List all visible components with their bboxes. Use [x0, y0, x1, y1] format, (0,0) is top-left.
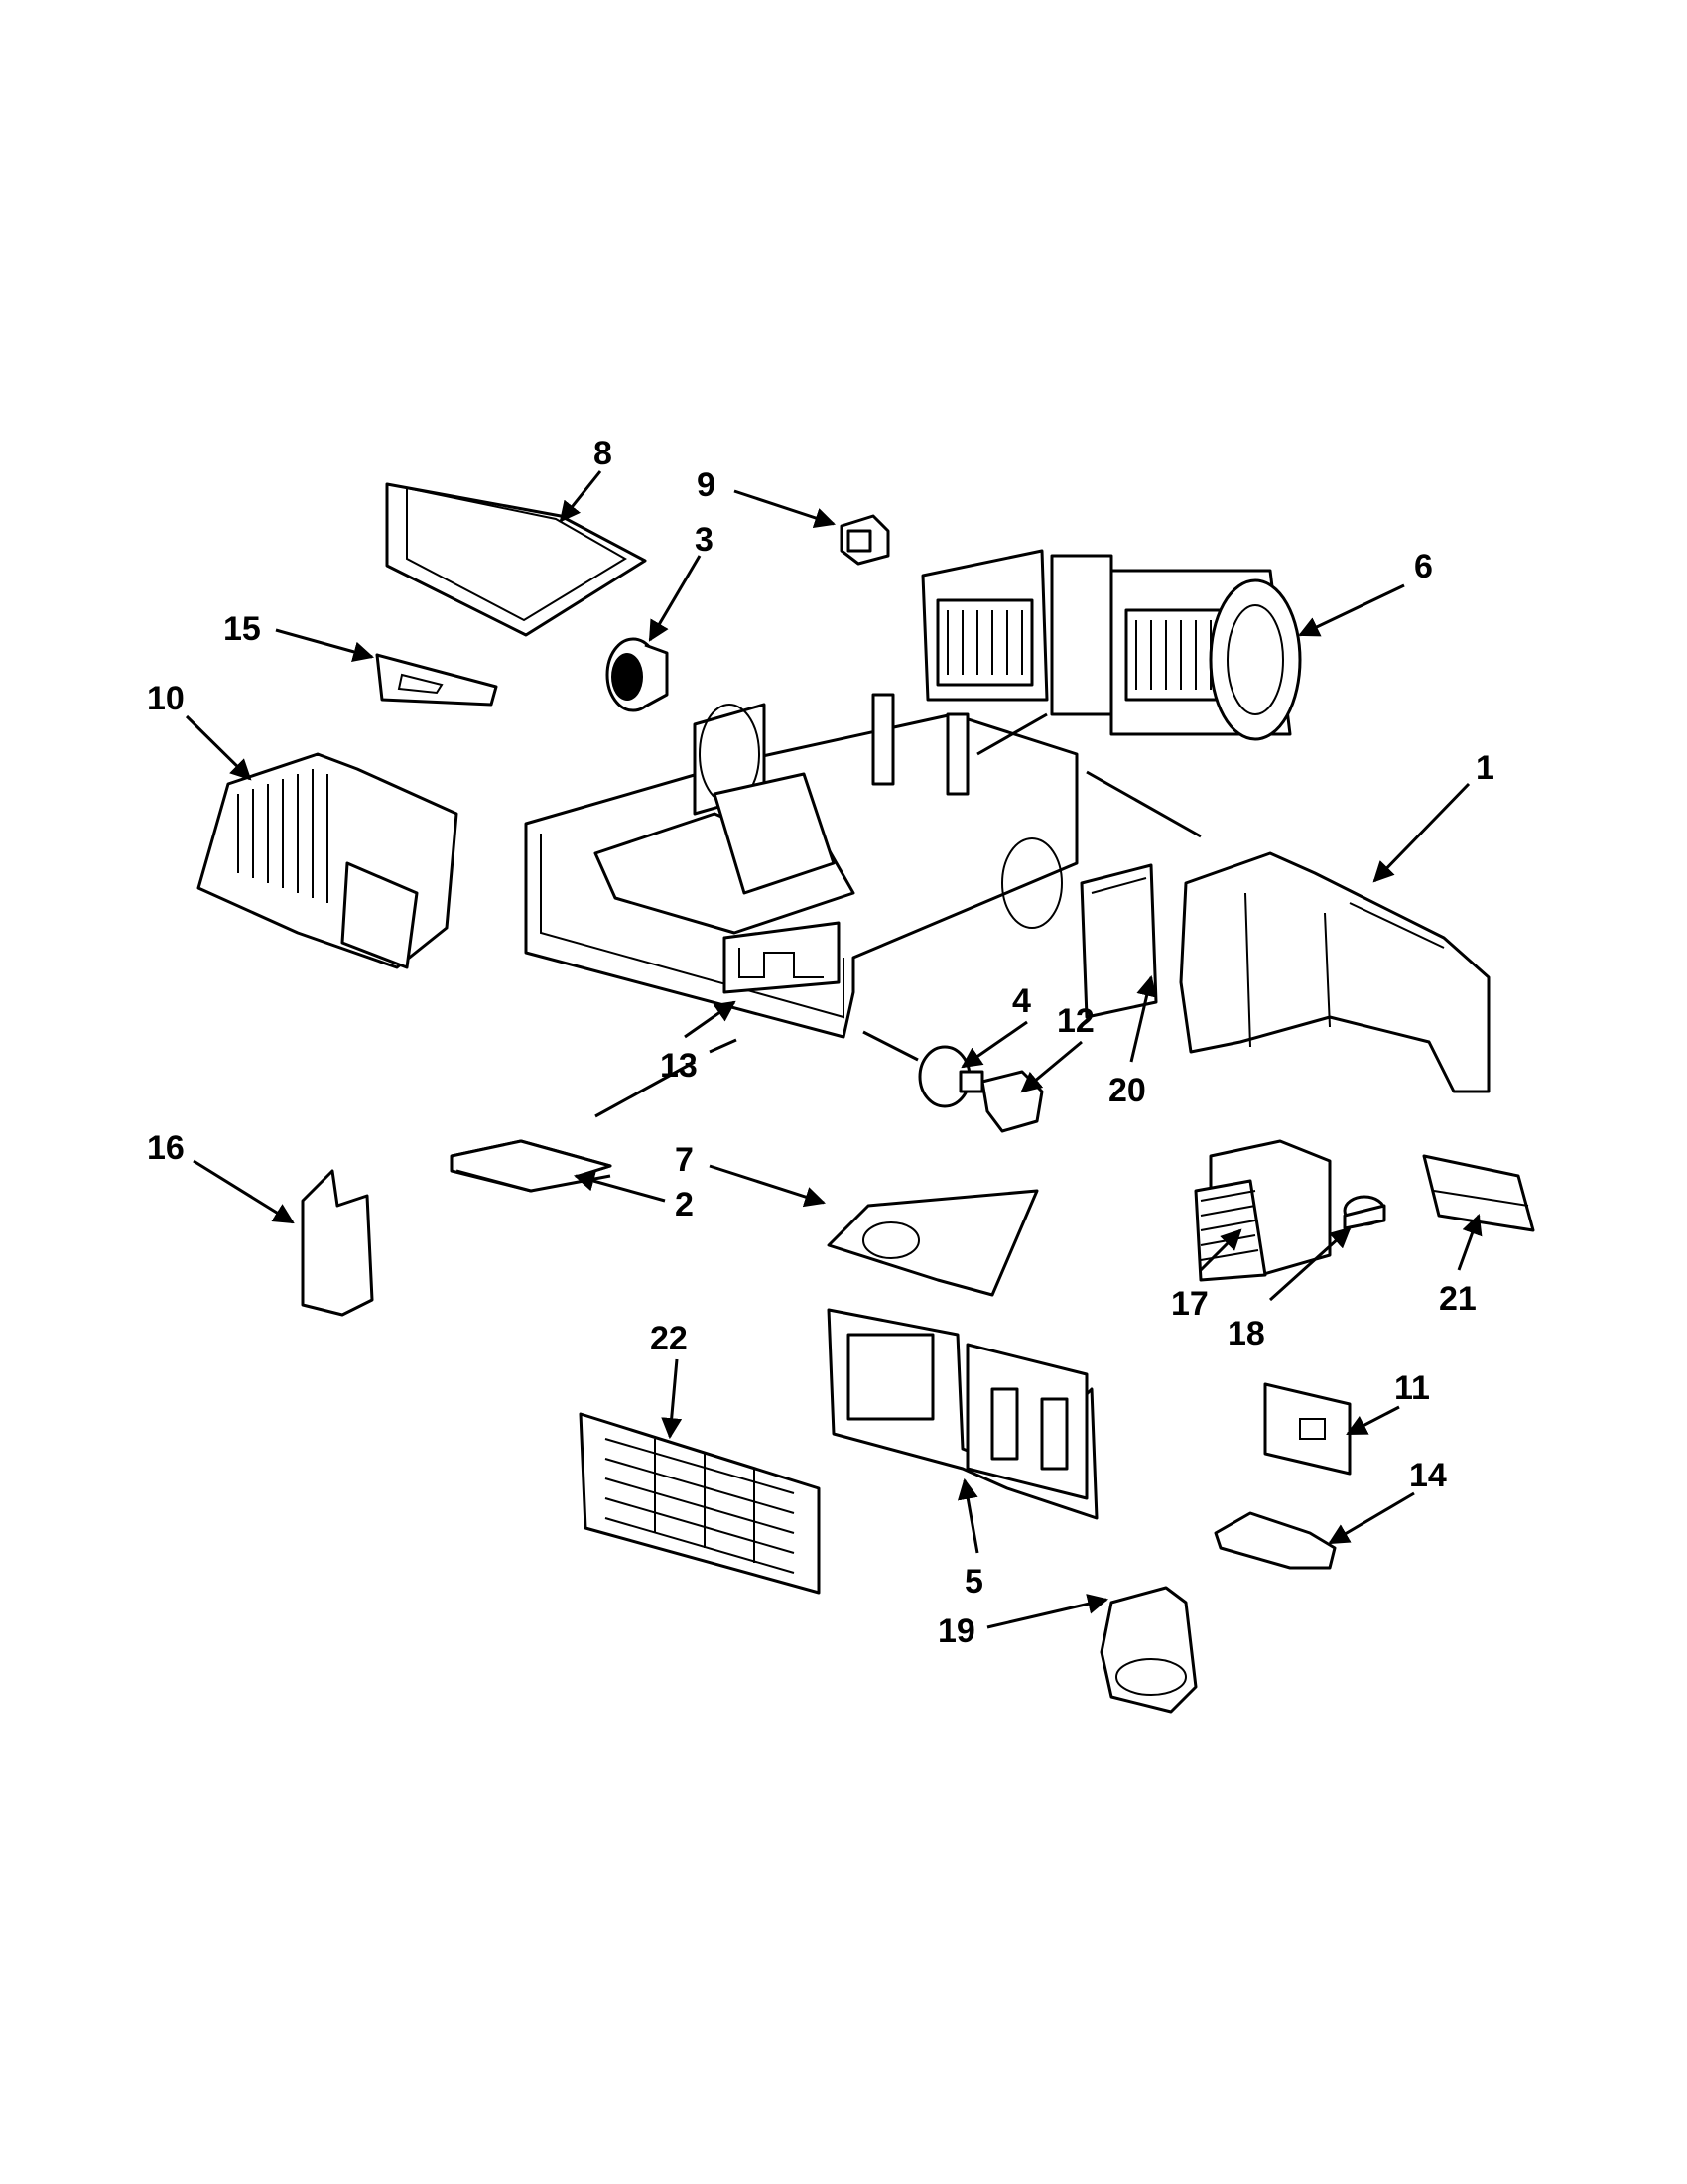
- part-door-panel[interactable]: [827, 1308, 1099, 1520]
- callout-4[interactable]: 4: [1012, 982, 1031, 1020]
- leader-18: [1268, 1226, 1352, 1302]
- leader-5: [957, 1477, 979, 1554]
- leader-20: [1129, 974, 1157, 1063]
- part-bracket-left[interactable]: [301, 1169, 374, 1317]
- callout-15[interactable]: 15: [223, 610, 261, 648]
- part-damper-grille[interactable]: [196, 752, 458, 969]
- leader-6: [1298, 583, 1405, 637]
- part-transformer[interactable]: [1194, 1139, 1332, 1282]
- part-filter-frame[interactable]: [385, 482, 647, 637]
- leader-4-a: [862, 1030, 919, 1062]
- callout-7[interactable]: 7: [675, 1141, 694, 1179]
- callout-3[interactable]: 3: [695, 521, 714, 559]
- part-wiring-label[interactable]: [1263, 1382, 1352, 1476]
- callout-5[interactable]: 5: [965, 1563, 983, 1601]
- leader-11: [1346, 1405, 1400, 1436]
- leader-13-b: [709, 1038, 737, 1054]
- part-blower-assembly[interactable]: [921, 549, 1302, 741]
- leader-1: [1372, 782, 1471, 883]
- leader-6-b: [1086, 770, 1202, 838]
- part-cover-panel[interactable]: [450, 1139, 612, 1193]
- leader-4: [961, 1020, 1028, 1069]
- part-mount-bracket[interactable]: [1214, 1511, 1337, 1570]
- callout-22[interactable]: 22: [650, 1320, 688, 1357]
- part-vent-grille[interactable]: [579, 1412, 821, 1595]
- leader-19: [986, 1594, 1109, 1629]
- leader-3: [648, 555, 702, 642]
- leader-10: [185, 714, 252, 781]
- callout-20[interactable]: 20: [1108, 1072, 1146, 1109]
- leader-7: [709, 1164, 826, 1208]
- callout-17[interactable]: 17: [1171, 1285, 1209, 1323]
- leader-15: [275, 628, 375, 663]
- part-side-panel[interactable]: [1080, 863, 1158, 1019]
- leader-17: [1199, 1228, 1242, 1272]
- leader-12: [1020, 1040, 1083, 1093]
- part-base-cavity[interactable]: [524, 693, 1079, 1039]
- leader-13: [684, 1000, 736, 1039]
- callout-6[interactable]: 6: [1414, 548, 1433, 585]
- callout-19[interactable]: 19: [938, 1612, 975, 1650]
- callout-9[interactable]: 9: [697, 466, 715, 504]
- callout-11[interactable]: 11: [1394, 1369, 1430, 1407]
- callout-18[interactable]: 18: [1228, 1315, 1265, 1352]
- leader-16: [193, 1159, 295, 1224]
- part-switch[interactable]: [840, 514, 890, 566]
- part-bracket-right[interactable]: [1422, 1154, 1535, 1232]
- leader-14: [1328, 1491, 1415, 1545]
- callout-labels: 8 9 3 15 6 10 1 4 12 20 13 16 7 2 17 18 …: [147, 435, 1494, 1650]
- callout-8[interactable]: 8: [593, 435, 612, 472]
- callout-10[interactable]: 10: [147, 680, 185, 717]
- part-duct-adapter[interactable]: [1100, 1586, 1198, 1714]
- callout-16[interactable]: 16: [147, 1129, 185, 1167]
- part-lamp-bulb[interactable]: [918, 1045, 984, 1108]
- leader-9: [733, 489, 836, 529]
- callout-12[interactable]: 12: [1057, 1002, 1095, 1040]
- callout-13[interactable]: 13: [660, 1047, 698, 1085]
- leader-13-a: [594, 1060, 696, 1118]
- leader-6-a: [976, 712, 1048, 756]
- part-thermostat[interactable]: [1343, 1195, 1386, 1230]
- leader-2: [573, 1170, 666, 1203]
- callout-21[interactable]: 21: [1439, 1280, 1477, 1318]
- part-round-filter[interactable]: [605, 637, 669, 712]
- callout-14[interactable]: 14: [1409, 1457, 1447, 1494]
- part-fan-plate[interactable]: [827, 1189, 1039, 1297]
- leader-8: [559, 470, 602, 523]
- leader-22: [661, 1358, 683, 1440]
- callout-1[interactable]: 1: [1476, 749, 1494, 787]
- leader-21: [1457, 1214, 1483, 1271]
- callout-2[interactable]: 2: [675, 1186, 694, 1223]
- part-duct-housing[interactable]: [1179, 851, 1491, 1093]
- part-label-plate[interactable]: [375, 653, 498, 707]
- leader-lines: [185, 470, 1483, 1629]
